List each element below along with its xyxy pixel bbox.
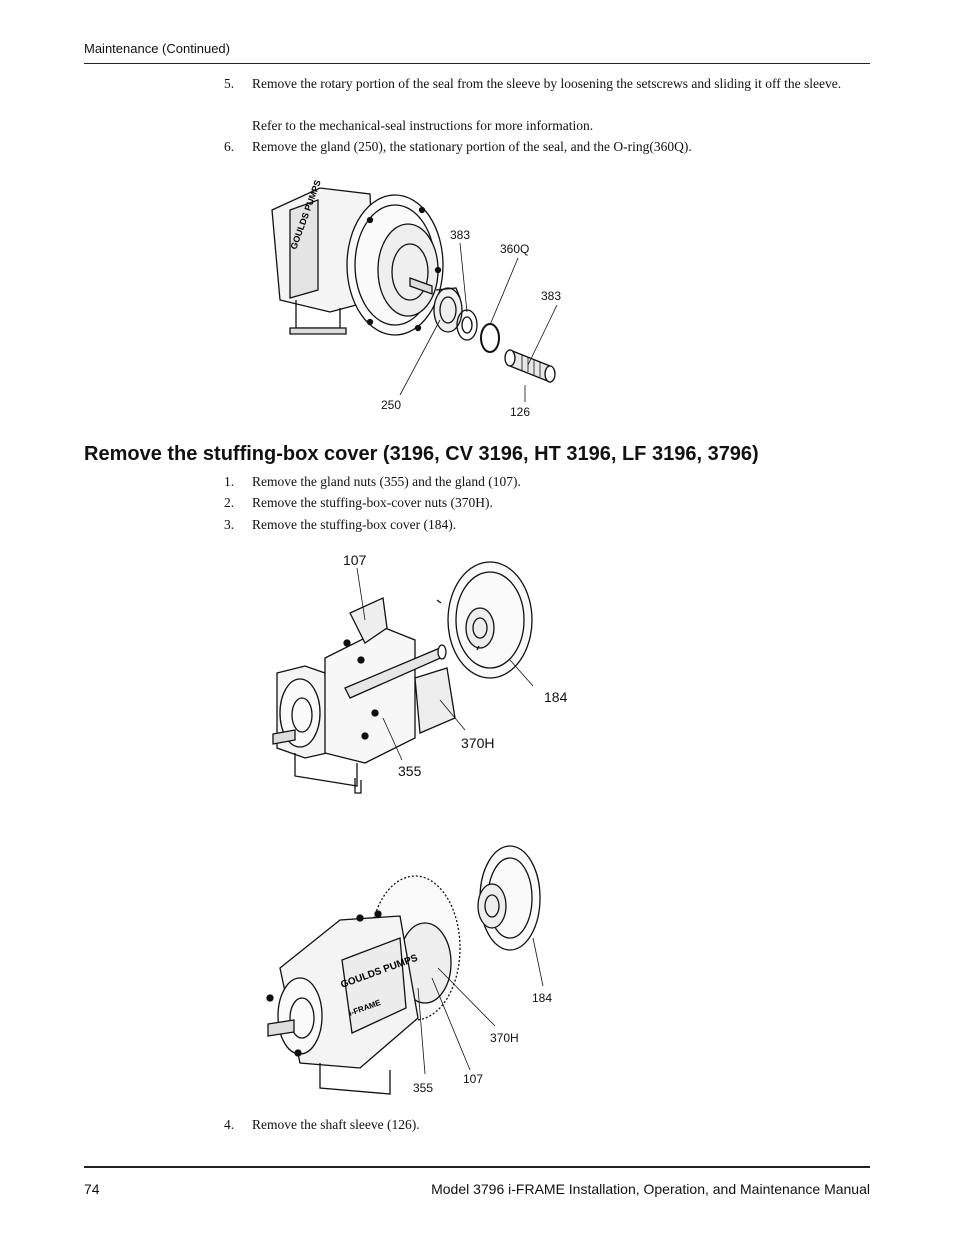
seal-exploded-drawing: GOULDS PUMPS (271, 179, 558, 402)
step-1: 1. Remove the gland nuts (355) and the g… (0, 472, 954, 492)
page-number: 74 (84, 1181, 100, 1197)
step-4: 4. Remove the shaft sleeve (126). (0, 1115, 954, 1135)
step-3-text: Remove the stuffing-box cover (184). (252, 517, 457, 532)
footer-rule (84, 1166, 870, 1168)
callout-184-cover-2: 184 (532, 991, 553, 1005)
callout-184-cover: 184 (544, 689, 568, 705)
callout-370h-nuts-2: 370H (490, 1031, 519, 1045)
step-6: 6. Remove the gland (250), the stationar… (0, 137, 954, 157)
callout-107-gland-2: 107 (463, 1072, 484, 1086)
section-heading: Remove the stuffing-box cover (3196, CV … (84, 443, 759, 465)
callout-355-nuts-2: 355 (413, 1081, 434, 1095)
callout-126-sleeve: 126 (510, 405, 531, 419)
step-6-text: Remove the gland (250), the stationary p… (252, 139, 692, 154)
running-header: Maintenance (Continued) (84, 41, 230, 56)
step-4-text: Remove the shaft sleeve (126). (252, 1117, 420, 1132)
manual-title: Model 3796 i-FRAME Installation, Operati… (431, 1181, 870, 1197)
step-2: 2. Remove the stuffing-box-cover nuts (3… (0, 493, 954, 513)
callout-383-seat: 383 (450, 228, 471, 242)
step-2-text: Remove the stuffing-box-cover nuts (370H… (252, 495, 493, 510)
step-5-number: 5. (224, 76, 235, 91)
callout-107-gland: 107 (343, 552, 367, 568)
header-rule (84, 63, 870, 64)
step-2-number: 2. (224, 495, 235, 510)
callout-250-gland: 250 (381, 398, 402, 412)
step-1-text: Remove the gland nuts (355) and the glan… (252, 474, 521, 489)
figure-stuffing-box-cutaway: 107 184 370H 355 (265, 548, 585, 808)
figure-seal-removal: GOULDS PUMPS 383 360Q 383 250 126 (260, 179, 580, 425)
step-5-text: Remove the rotary portion of the seal fr… (252, 76, 842, 91)
callout-355-nuts: 355 (398, 763, 422, 779)
step-1-number: 1. (224, 474, 235, 489)
stuffing-box-cutaway-drawing (272, 561, 534, 794)
step-3-number: 3. (224, 517, 235, 532)
callout-370h-nuts: 370H (461, 735, 495, 751)
callout-383-sleeve: 383 (541, 289, 562, 303)
callout-360q-oring: 360Q (500, 242, 530, 256)
step-6-number: 6. (224, 139, 235, 154)
figure-stuffing-box-assembled: GOULDS PUMPS i-FRAME 184 370H 355 107 (260, 838, 580, 1098)
step-5-note: Refer to the mechanical-seal instruction… (252, 118, 594, 133)
step-3: 3. Remove the stuffing-box cover (184). (0, 515, 954, 535)
step-5: 5. Remove the rotary portion of the seal… (0, 74, 954, 134)
stuffing-box-assembled-drawing: GOULDS PUMPS i-FRAME (266, 845, 544, 1095)
step-4-number: 4. (224, 1117, 235, 1132)
